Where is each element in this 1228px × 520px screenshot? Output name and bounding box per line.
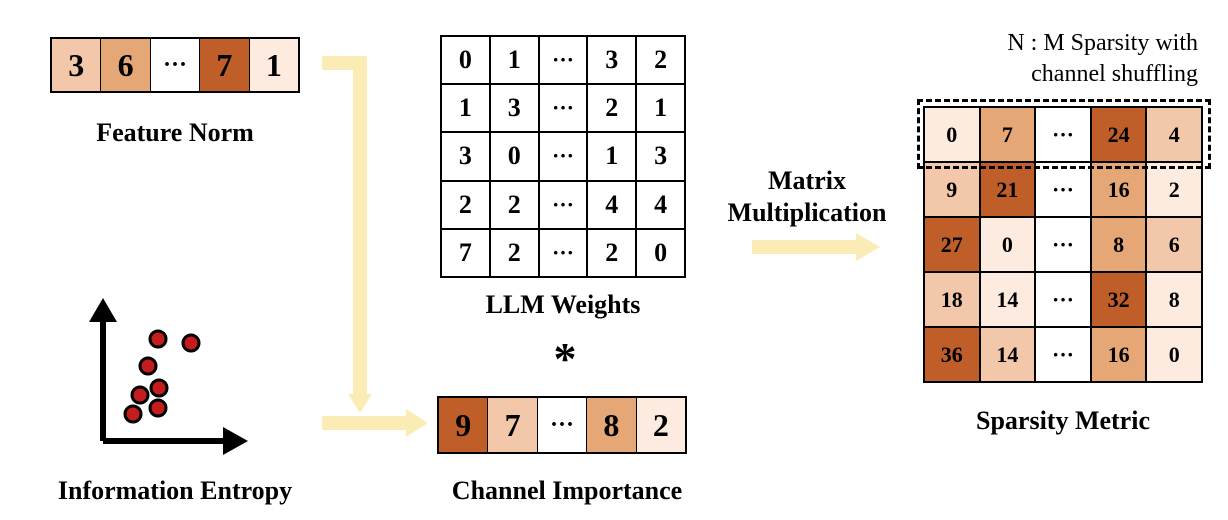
weight-cell: ··· — [539, 181, 587, 228]
vector-cell: 7 — [200, 39, 250, 91]
sparsity-cell: 14 — [980, 328, 1035, 381]
sparsity-cell: ··· — [1036, 218, 1090, 271]
weight-cell: 7 — [442, 229, 489, 276]
sparsity-cell: 36 — [925, 328, 979, 381]
weight-cell: 2 — [588, 229, 636, 276]
sparsity-cell: 16 — [1091, 328, 1146, 381]
sparsity-cell: 18 — [925, 273, 979, 326]
weight-cell: 3 — [490, 85, 538, 132]
vector-cell: ··· — [537, 398, 588, 452]
sparsity-cell: 8 — [1147, 273, 1201, 326]
vector-cell: 9 — [439, 398, 489, 452]
weight-cell: 2 — [588, 85, 636, 132]
sparsity-cell: 0 — [925, 108, 979, 161]
weight-cell: 2 — [490, 229, 538, 276]
vector-cell: 1 — [249, 39, 299, 91]
vector-cell: 7 — [488, 398, 538, 452]
sparsity-cell: 8 — [1091, 218, 1146, 271]
sparsity-cell: 4 — [1147, 108, 1201, 161]
nm-group-highlight — [917, 99, 1211, 169]
sparsity-cell: ··· — [1036, 108, 1090, 161]
scatter-dot — [181, 333, 201, 353]
channel-importance-label: Channel Importance — [451, 476, 683, 505]
scatter-dot — [148, 329, 168, 349]
matmul-arrowhead — [856, 233, 880, 261]
weight-cell: 2 — [490, 181, 538, 228]
weight-cell: 1 — [588, 133, 636, 180]
llm-weights-label: LLM Weights — [485, 290, 641, 319]
vector-cell: 2 — [636, 398, 686, 452]
matmul-label: Matrix Multiplication — [722, 165, 892, 229]
scatter-dot — [138, 356, 158, 376]
vector-cell: 6 — [101, 39, 151, 91]
sparsity-cell: 32 — [1091, 273, 1146, 326]
scatter-points — [123, 329, 201, 424]
sparsity-cell: 0 — [980, 218, 1035, 271]
scatter-dot — [130, 385, 150, 405]
sparsity-cell: 14 — [980, 273, 1035, 326]
sparsity-metric-label: Sparsity Metric — [975, 406, 1150, 435]
scatter-dot — [148, 398, 168, 418]
vector-cell: 3 — [52, 39, 102, 91]
feature-norm-arrow — [322, 56, 367, 396]
vector-cell: ··· — [150, 39, 201, 91]
feature-norm-arrowhead — [348, 394, 372, 413]
weight-cell: 2 — [442, 181, 489, 228]
entropy-arrowhead — [406, 409, 428, 437]
information-entropy-label: Information Entropy — [57, 476, 293, 505]
vector-cell: 8 — [587, 398, 637, 452]
sparsity-cell: ··· — [1036, 273, 1090, 326]
sparsity-cell: 21 — [980, 163, 1035, 216]
sparsity-note: N : M Sparsity with channel shuffling — [1007, 28, 1198, 90]
weight-cell: ··· — [539, 133, 587, 180]
sparsity-cell: 9 — [925, 163, 979, 216]
weight-cell: 4 — [588, 181, 636, 228]
sparsity-cell: ··· — [1036, 163, 1090, 216]
weight-cell: 3 — [637, 133, 684, 180]
scatter-dot — [123, 404, 143, 424]
weight-cell: 0 — [490, 133, 538, 180]
sparsity-cell: 27 — [925, 218, 979, 271]
sparsity-cell: 2 — [1147, 163, 1201, 216]
weight-cell: ··· — [539, 229, 587, 276]
scatter-plot-icon — [89, 298, 248, 455]
sparsity-cell: ··· — [1036, 328, 1090, 381]
matmul-label-line2: Multiplication — [727, 198, 887, 227]
weight-cell: 0 — [637, 229, 684, 276]
weight-cell: 1 — [442, 85, 489, 132]
weight-cell: 2 — [637, 37, 684, 84]
weight-cell: 3 — [442, 133, 489, 180]
weight-cell: 3 — [588, 37, 636, 84]
matmul-label-line1: Matrix — [768, 166, 846, 195]
weight-cell: 1 — [490, 37, 538, 84]
scatter-dot — [149, 378, 169, 398]
multiply-operator: * — [553, 333, 577, 384]
sparsity-note-line1: N : M Sparsity with — [1007, 30, 1198, 56]
sparsity-cell: 0 — [1147, 328, 1201, 381]
weight-cell: ··· — [539, 37, 587, 84]
sparsity-cell: 6 — [1147, 218, 1201, 271]
weight-cell: 4 — [637, 181, 684, 228]
feature-norm-label: Feature Norm — [96, 118, 254, 147]
weight-cell: 0 — [442, 37, 489, 84]
weight-cell: 1 — [637, 85, 684, 132]
sparsity-cell: 24 — [1091, 108, 1146, 161]
sparsity-cell: 16 — [1091, 163, 1146, 216]
sparsity-cell: 7 — [980, 108, 1035, 161]
weight-cell: ··· — [539, 85, 587, 132]
sparsity-note-line2: channel shuffling — [1031, 61, 1198, 87]
